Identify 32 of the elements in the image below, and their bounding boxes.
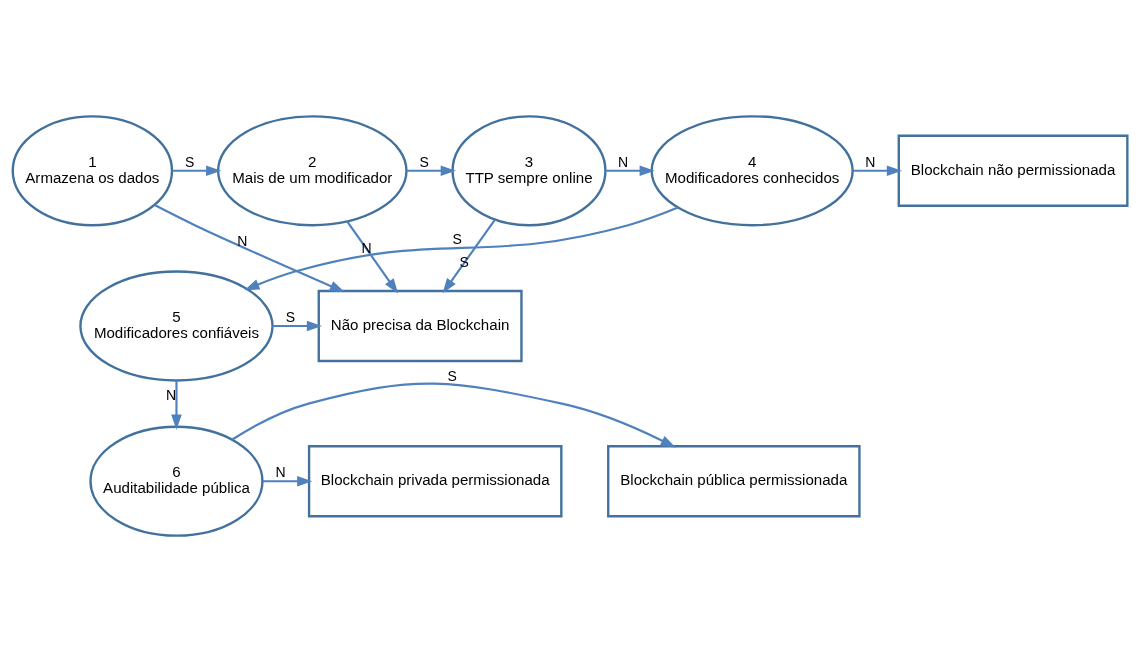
arrow — [172, 165, 222, 177]
node-box: Não precisa da Blockchain — [317, 289, 523, 363]
arrow — [346, 220, 399, 294]
edge-label: N — [166, 386, 177, 403]
edge-label: N — [865, 153, 876, 170]
node-ellipse: 4 Modificadores conhecidos — [650, 115, 854, 227]
node-box: Blockchain pública permissionada — [607, 445, 861, 518]
arrow — [231, 382, 676, 448]
node-ellipse: 5 Modificadores confiáveis — [79, 270, 274, 382]
arrow — [244, 206, 679, 291]
arrow — [262, 475, 313, 487]
edge-label: S — [452, 231, 462, 248]
node-ellipse: 3 TTP sempre online — [451, 115, 607, 227]
arrow — [154, 204, 345, 293]
arrow — [442, 219, 496, 294]
arrow — [272, 320, 322, 332]
node-box: Blockchain não permissionada — [897, 134, 1129, 207]
edge-label: S — [447, 368, 457, 385]
node-ellipse: 1 Armazena os dados — [11, 115, 174, 227]
arrow — [853, 165, 902, 177]
edge-label: N — [618, 153, 629, 170]
node-ellipse: 6 Auditabilidade pública — [89, 425, 264, 537]
edge-label: S — [285, 309, 296, 326]
edge-label: S — [184, 153, 195, 170]
edge-label: S — [419, 153, 429, 170]
arrow — [171, 380, 182, 430]
edge-label: N — [237, 232, 248, 249]
arrow — [605, 165, 655, 177]
node-ellipse: 2 Mais de um modificador — [216, 115, 408, 227]
arrow — [406, 165, 456, 177]
edge-label: N — [275, 464, 286, 481]
node-box: Blockchain privada permissionada — [307, 445, 563, 518]
